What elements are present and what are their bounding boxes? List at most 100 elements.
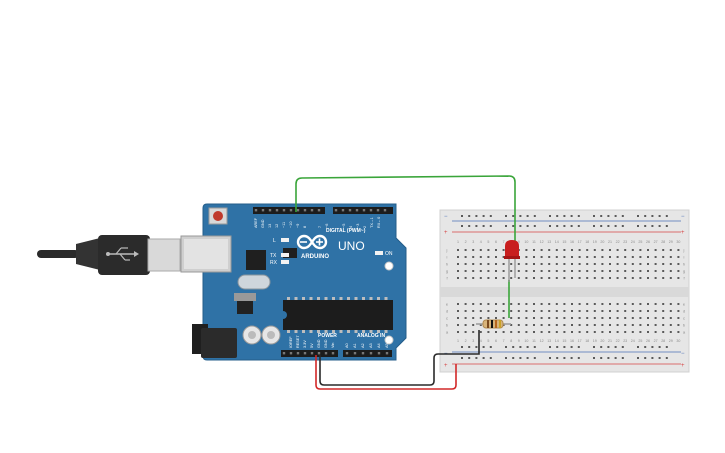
breadboard-hole[interactable] [563,215,566,217]
breadboard-hole[interactable] [593,225,595,227]
breadboard-hole[interactable] [525,270,528,272]
breadboard-hole[interactable] [540,270,543,272]
breadboard-hole[interactable] [662,310,665,312]
header-pin[interactable] [282,209,286,212]
breadboard-hole[interactable] [510,331,513,333]
breadboard-hole[interactable] [647,256,649,258]
breadboard-hole[interactable] [489,225,492,227]
breadboard-hole[interactable] [533,215,536,217]
breadboard-hole[interactable] [593,270,596,272]
breadboard-hole[interactable] [639,270,642,272]
breadboard-hole[interactable] [593,277,596,279]
breadboard-hole[interactable] [548,249,551,251]
breadboard-hole[interactable] [472,331,475,333]
breadboard-hole[interactable] [526,346,529,348]
breadboard-hole[interactable] [586,324,589,326]
breadboard-hole[interactable] [495,317,497,319]
breadboard-hole[interactable] [479,263,482,265]
breadboard-hole[interactable] [658,225,661,227]
breadboard-hole[interactable] [637,357,639,359]
breadboard-hole[interactable] [525,249,528,251]
breadboard-hole[interactable] [662,331,665,333]
breadboard-hole[interactable] [654,270,657,272]
breadboard-hole[interactable] [563,331,566,333]
breadboard-hole[interactable] [609,331,611,333]
breadboard-hole[interactable] [609,324,611,326]
breadboard-hole[interactable] [512,225,515,227]
breadboard-hole[interactable] [502,317,505,319]
breadboard-hole[interactable] [651,346,654,348]
breadboard-hole[interactable] [464,331,467,333]
breadboard-hole[interactable] [475,225,478,227]
breadboard-hole[interactable] [616,256,619,258]
breadboard-hole[interactable] [512,357,515,359]
breadboard-hole[interactable] [651,215,654,217]
breadboard-hole[interactable] [479,331,482,333]
breadboard-hole[interactable] [472,249,475,251]
breadboard-hole[interactable] [570,215,573,217]
breadboard-hole[interactable] [624,303,627,305]
breadboard-hole[interactable] [487,249,490,251]
breadboard-hole[interactable] [457,249,459,251]
breadboard-hole[interactable] [540,263,543,265]
breadboard-hole[interactable] [479,256,482,258]
breadboard-hole[interactable] [489,215,492,217]
breadboard-hole[interactable] [495,263,497,265]
breadboard-hole[interactable] [563,310,566,312]
breadboard-hole[interactable] [457,317,459,319]
breadboard-hole[interactable] [571,263,573,265]
header-pin[interactable] [385,352,389,355]
breadboard-hole[interactable] [677,317,680,319]
breadboard-hole[interactable] [464,277,467,279]
header-pin[interactable] [369,209,373,212]
breadboard-hole[interactable] [502,324,505,326]
breadboard-hole[interactable] [570,357,573,359]
breadboard-hole[interactable] [540,277,543,279]
breadboard-hole[interactable] [482,357,485,359]
breadboard-hole[interactable] [609,317,611,319]
breadboard-hole[interactable] [631,324,634,326]
header-pin[interactable] [282,352,286,355]
breadboard-hole[interactable] [601,270,604,272]
breadboard-hole[interactable] [637,215,639,217]
breadboard-hole[interactable] [578,317,581,319]
breadboard-hole[interactable] [549,225,551,227]
breadboard-hole[interactable] [548,270,551,272]
header-pin[interactable] [289,352,293,355]
breadboard-hole[interactable] [510,317,513,319]
breadboard-hole[interactable] [556,346,559,348]
breadboard-hole[interactable] [510,303,513,305]
breadboard-hole[interactable] [586,303,589,305]
breadboard-hole[interactable] [578,331,581,333]
breadboard-hole[interactable] [517,303,520,305]
header-pin[interactable] [331,352,335,355]
breadboard-hole[interactable] [525,277,528,279]
breadboard-hole[interactable] [487,256,490,258]
breadboard-hole[interactable] [487,331,490,333]
breadboard-hole[interactable] [593,331,596,333]
breadboard-hole[interactable] [555,256,558,258]
breadboard-hole[interactable] [647,331,649,333]
header-pin[interactable] [303,209,307,212]
breadboard-hole[interactable] [607,225,610,227]
breadboard-hole[interactable] [658,346,661,348]
breadboard-hole[interactable] [457,331,459,333]
header-pin[interactable] [362,209,366,212]
breadboard-hole[interactable] [601,249,604,251]
breadboard-hole[interactable] [669,324,672,326]
breadboard-hole[interactable] [593,263,596,265]
breadboard-hole[interactable] [578,310,581,312]
breadboard-hole[interactable] [639,310,642,312]
breadboard-hole[interactable] [600,215,603,217]
breadboard-hole[interactable] [475,215,478,217]
breadboard-hole[interactable] [600,357,603,359]
breadboard-hole[interactable] [616,270,619,272]
breadboard-hole[interactable] [495,331,497,333]
breadboard-hole[interactable] [563,256,566,258]
breadboard-hole[interactable] [644,225,647,227]
header-pin[interactable] [377,352,381,355]
breadboard-hole[interactable] [495,277,497,279]
breadboard-hole[interactable] [644,346,647,348]
breadboard-hole[interactable] [464,256,467,258]
